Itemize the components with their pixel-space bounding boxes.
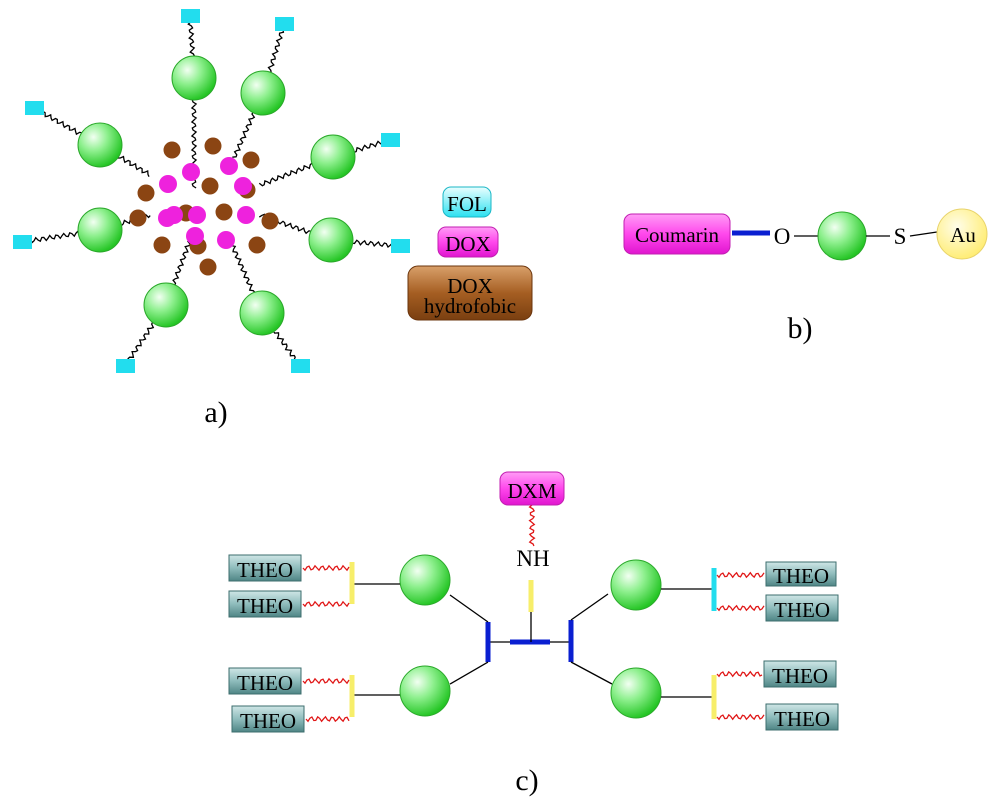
folate-tag <box>391 239 410 253</box>
theo-wavy-linker <box>305 715 350 723</box>
polymer-sphere <box>77 122 123 168</box>
folate-tag <box>13 235 32 249</box>
polymer-sphere <box>143 282 189 328</box>
folate-tag <box>116 359 135 373</box>
coumarin-box <box>623 213 731 255</box>
theo-label-r2: THEO <box>774 598 830 622</box>
dxm-label: DXM <box>507 479 556 503</box>
panel-c: NH DXM THEO THEO THEO THEO <box>228 471 839 797</box>
dox-particle <box>234 177 252 195</box>
theo-wavy-linker <box>716 571 765 579</box>
arm-bond-top-right <box>570 593 609 621</box>
theo-label-r4: THEO <box>774 707 830 731</box>
hydrophobic-dox-particle <box>261 212 279 230</box>
folate-tag <box>381 133 400 147</box>
hydrophobic-dox-particle <box>163 141 181 159</box>
hydrophobic-dox-particle <box>215 203 233 221</box>
theo-box-l1 <box>228 554 302 582</box>
dox-particle <box>237 206 255 224</box>
legend-dox-label: DOX <box>445 232 491 256</box>
polymer-sphere <box>310 134 356 180</box>
hydrophobic-dox-particle <box>248 236 266 254</box>
legend-dox-hydrophobic-line2: hydrofobic <box>424 294 516 318</box>
dox-particle <box>188 206 206 224</box>
hydrophobic-dox-particle <box>204 137 222 155</box>
sphere-bottom-left <box>399 665 451 717</box>
theo-label-r3: THEO <box>772 664 828 688</box>
hydrophobic-dox-particle <box>137 184 155 202</box>
legend: FOL DOX DOX hydrofobic <box>407 186 533 321</box>
caption-a: a) <box>204 396 227 429</box>
dox-particle <box>159 175 177 193</box>
gold-label: Au <box>950 223 976 247</box>
dox-particle <box>186 227 204 245</box>
theo-label-l2: THEO <box>237 594 293 618</box>
theo-wavy-linker <box>302 564 350 572</box>
theo-wavy-linker <box>302 600 350 608</box>
dxm-box <box>499 471 565 506</box>
panel-a: FOL DOX DOX hydrofobic a) <box>13 9 533 429</box>
dox-particle <box>220 157 238 175</box>
theo-wavy-linkers <box>302 564 765 723</box>
folate-tags <box>13 9 410 373</box>
sphere-top-right <box>610 559 662 611</box>
caption-b: b) <box>788 312 813 345</box>
polymer-sphere <box>239 290 285 336</box>
coumarin-label: Coumarin <box>635 223 719 247</box>
theo-wavy-linker <box>716 604 765 612</box>
polymer-sphere <box>817 211 867 261</box>
sphere-bottom-right <box>610 667 662 719</box>
theo-label-r1: THEO <box>773 564 829 588</box>
folate-tag <box>291 359 310 373</box>
theo-wavy-linker <box>716 713 765 721</box>
folate-tag <box>275 17 294 31</box>
arm-bond-bottom-right <box>570 661 613 685</box>
caption-c: c) <box>515 764 538 797</box>
theo-box-r4 <box>765 703 839 731</box>
panel-b: Coumarin O S Au b) <box>623 208 988 345</box>
theo-label-l4: THEO <box>240 709 296 733</box>
sphere-top-left <box>399 554 451 606</box>
dxm-wavy-linker <box>528 504 536 547</box>
arm-bond-top-left <box>449 594 489 623</box>
theo-label-l3: THEO <box>237 671 293 695</box>
theo-box-l3 <box>228 667 302 695</box>
dox-particle <box>217 231 235 249</box>
polymer-sphere <box>308 217 354 263</box>
polymer-spheres <box>77 55 356 336</box>
sulfur-label: S <box>894 224 907 249</box>
micelle-core <box>129 137 279 276</box>
legend-fol-label: FOL <box>447 192 487 216</box>
polymer-sphere <box>171 55 217 101</box>
theo-box-r1 <box>765 561 837 587</box>
theo-wavy-linker <box>716 670 763 678</box>
theo-box-r3 <box>763 660 837 688</box>
legend-dox-box <box>437 226 499 258</box>
folate-tag <box>181 9 200 23</box>
oxygen-label: O <box>774 224 791 249</box>
polymer-sphere <box>240 70 286 116</box>
theo-box-l2 <box>228 590 302 618</box>
theo-box-r2 <box>765 594 839 622</box>
polymer-sphere <box>77 207 123 253</box>
hydrophobic-dox-particle <box>199 258 217 276</box>
s-au-bond <box>909 231 938 237</box>
legend-dox-hydrophobic-line1: DOX <box>447 274 493 298</box>
legend-dox-hydrophobic-box <box>407 265 533 321</box>
dox-particle <box>182 163 200 181</box>
hydrophobic-dox-particle <box>129 209 147 227</box>
theo-wavy-linker <box>302 677 350 685</box>
arm-bond-bottom-left <box>449 661 489 685</box>
hydrophobic-dox-particle <box>242 151 260 169</box>
legend-fol-box <box>442 186 492 218</box>
theo-box-l4 <box>231 705 305 733</box>
nh-label: NH <box>516 546 549 571</box>
gold-nanoparticle <box>936 208 988 260</box>
hydrophobic-dox-particle <box>201 177 219 195</box>
dox-particle <box>158 209 176 227</box>
theo-label-l1: THEO <box>237 558 293 582</box>
hydrophobic-dox-particle <box>153 236 171 254</box>
folate-tag <box>25 101 44 115</box>
